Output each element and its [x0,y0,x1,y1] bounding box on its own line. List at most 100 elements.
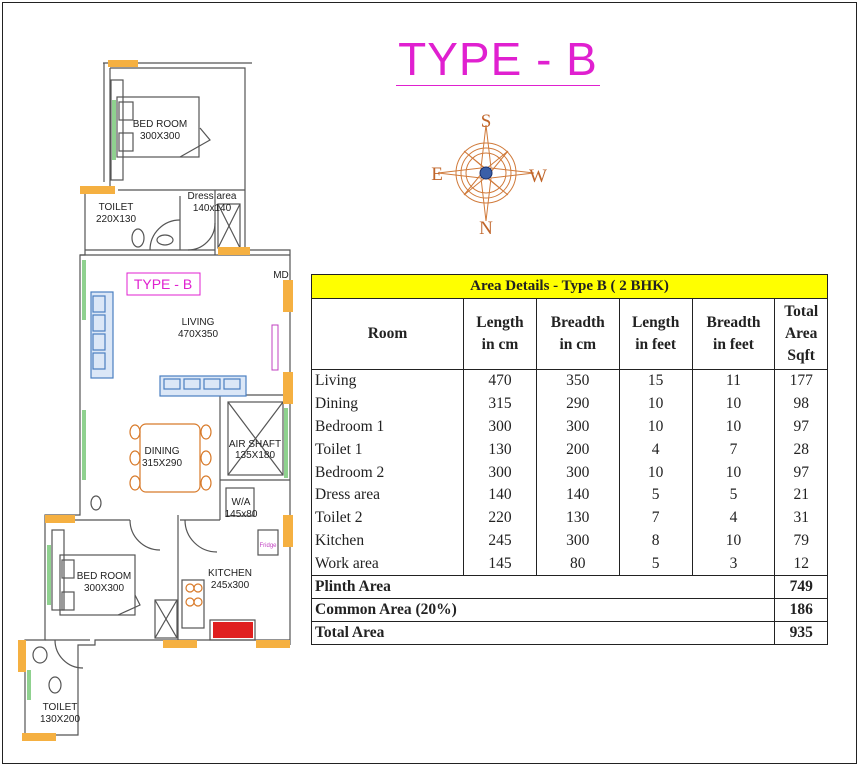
value-cell: 245 [463,529,537,553]
size-living: 470X350 [178,329,218,340]
label-kitchen: KITCHEN [208,568,252,579]
compass-label-right: W [529,166,547,187]
value-cell: 10 [691,392,776,416]
table-header-text: in cm [481,336,519,353]
size-dress-area: 140x140 [193,203,232,214]
value-cell: 12 [774,552,828,577]
summary-value: 186 [774,598,828,623]
label-fridge: Fridge [259,543,277,549]
value-cell: 97 [774,461,828,484]
room-name-cell: Bedroom 2 [311,461,464,484]
table-header-text: in feet [713,336,754,353]
summary-row: Common Area (20%)186 [310,598,828,623]
value-cell: 10 [618,415,693,439]
value-cell: 130 [535,506,620,530]
value-cell: 5 [618,552,693,577]
value-cell: 7 [618,506,693,530]
value-cell: 290 [535,392,620,416]
label-bedroom-top: BED ROOM [133,119,187,130]
value-cell: 8 [618,529,693,553]
label-toilet-top: TOILET [99,202,134,213]
value-cell: 5 [691,483,776,507]
value-cell: 97 [774,415,828,439]
value-cell: 315 [463,392,537,416]
label-toilet-bottom: TOILET [43,702,78,713]
value-cell: 4 [691,506,776,530]
value-cell: 300 [535,415,620,439]
value-cell: 21 [774,483,828,507]
area-details-table: Area Details - Type B ( 2 BHK) Room Lengt… [310,274,828,646]
size-dining: 315X290 [142,458,182,469]
summary-value: 749 [774,575,828,600]
table-header-text: in feet [635,336,677,353]
plan-type-tag: TYPE - B [134,276,192,292]
room-name-cell: Dining [311,392,464,416]
table-header-cell: Length in feet [618,298,693,370]
value-cell: 80 [535,552,620,577]
size-bedroom-top: 300X300 [140,131,180,142]
value-cell: 7 [691,438,776,462]
value-cell: 177 [774,368,828,393]
size-toilet-bottom: 130X200 [40,714,80,725]
floor-plan: BED ROOM 300X300 TOILET 220X130 Dress ar… [18,60,293,741]
value-cell: 200 [535,438,620,462]
page-title: TYPE - B [398,33,598,85]
value-cell: 350 [535,368,620,393]
table-header-text: Breadth [550,314,605,331]
compass-rose-icon: S N E W [431,111,547,239]
value-cell: 10 [691,461,776,484]
room-name-cell: Toilet 2 [311,506,464,530]
table-header-text: Sqft [787,347,815,364]
table-header-text: in cm [559,336,597,353]
room-name-cell: Toilet 1 [311,438,464,462]
label-bedroom-bottom: BED ROOM [77,571,131,582]
room-name-cell: Work area [311,552,464,577]
room-name-cell: Bedroom 1 [311,415,464,439]
summary-label: Plinth Area [310,575,776,600]
table-header-text: Length [631,314,680,331]
table-header-text: Area [784,325,818,342]
value-cell: 300 [535,529,620,553]
size-air-shaft: 135X180 [235,450,275,461]
value-cell: 31 [774,506,828,530]
summary-label: Common Area (20%) [310,598,776,623]
value-cell: 11 [691,368,776,393]
value-cell: 130 [463,438,537,462]
compass-label-left: E [431,164,443,185]
value-cell: 300 [535,461,620,484]
value-cell: 3 [691,552,776,577]
table-caption: Area Details - Type B ( 2 BHK) [311,274,828,299]
label-md: MD [273,270,289,281]
value-cell: 145 [463,552,537,577]
summary-label: Total Area [310,621,776,646]
value-cell: 10 [618,392,693,416]
label-dining: DINING [145,446,180,457]
value-cell: 220 [463,506,537,530]
label-air-shaft: AIR SHAFT [229,439,281,450]
summary-value: 935 [774,621,828,646]
table-header-cell: Room [311,298,464,370]
room-name-cell: Living [311,368,464,393]
value-cell: 140 [535,483,620,507]
label-dress-area: Dress area [188,191,237,202]
label-work-area: W/A [232,497,251,508]
table-header-cell: Breadth in cm [535,298,620,370]
value-cell: 15 [618,368,693,393]
compass-label-top: S [481,111,492,132]
table-header-text: Total [784,303,819,320]
value-cell: 470 [463,368,537,393]
room-name-cell: Kitchen [311,529,464,553]
title-underline [396,85,600,86]
